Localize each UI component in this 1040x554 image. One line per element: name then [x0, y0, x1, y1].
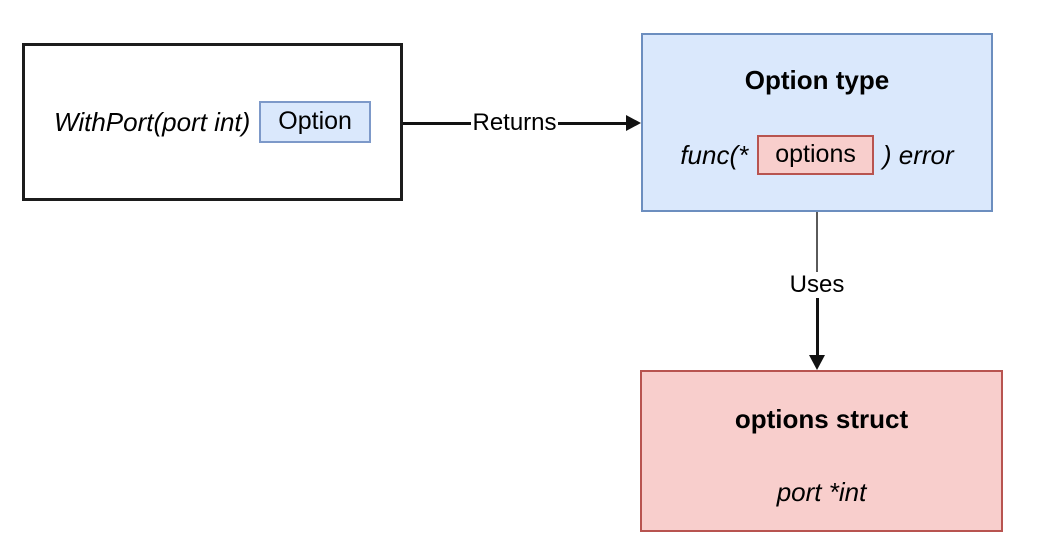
port-field-text: port *int [776, 477, 867, 507]
options-struct-title: options struct [734, 404, 909, 434]
returns-edge-label: Returns [472, 109, 557, 136]
withport-signature-text: WithPort(port int) [54, 106, 251, 137]
returns-edge-line-left [403, 121, 472, 125]
uses-edge-label: Uses [789, 271, 845, 298]
option-return-type-chip: Option [259, 101, 371, 143]
arrowhead-down-icon [809, 355, 825, 370]
func-signature-prefix: func(* [680, 139, 749, 170]
option-type-title: Option type [744, 65, 890, 95]
arrowhead-right-icon [626, 115, 642, 131]
options-param-chip: options [757, 135, 874, 175]
withport-function-node: WithPort(port int) Option [22, 43, 403, 201]
option-type-node: Option type func(* options ) error [641, 33, 993, 212]
options-struct-node: options struct port *int [640, 370, 1003, 532]
func-signature-suffix: ) error [882, 139, 954, 170]
option-type-signature-row: func(* options ) error [680, 135, 954, 175]
returns-edge: Returns [403, 109, 642, 136]
uses-edge-line-top [815, 212, 819, 272]
returns-edge-line-right [557, 121, 627, 125]
uses-edge-line-bottom [815, 298, 819, 355]
uses-edge: Uses [782, 212, 852, 370]
